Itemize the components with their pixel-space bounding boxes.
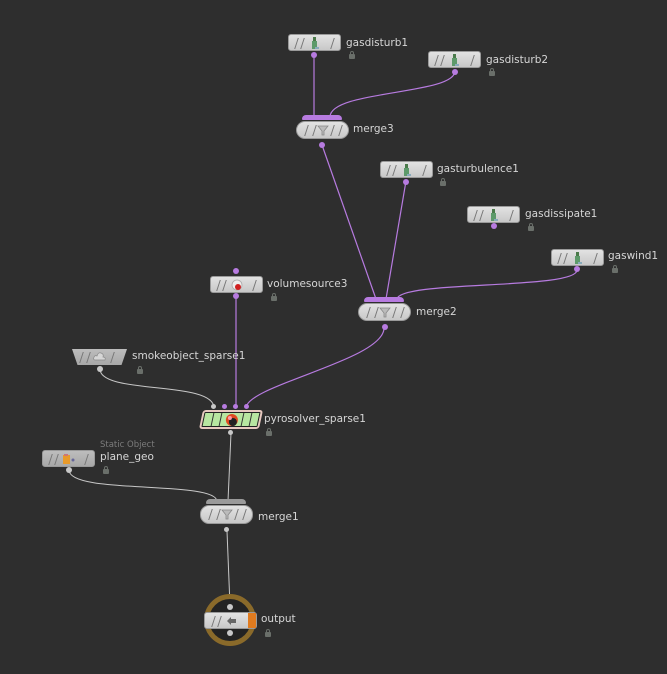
lock-icon[interactable] xyxy=(349,51,355,59)
node-label: gasdisturb1 xyxy=(346,37,409,49)
node-body[interactable] xyxy=(288,34,341,51)
node-body[interactable] xyxy=(296,121,349,139)
node-body[interactable] xyxy=(380,161,433,178)
output-connector[interactable] xyxy=(224,527,229,532)
node-label: merge1 xyxy=(258,511,299,523)
node-body[interactable] xyxy=(551,249,604,266)
output-connector[interactable] xyxy=(403,179,409,185)
lock-icon[interactable] xyxy=(266,428,272,436)
node-label: merge2 xyxy=(416,306,457,318)
output-flag[interactable] xyxy=(248,613,256,628)
output-connector[interactable] xyxy=(97,366,103,372)
output-connector[interactable] xyxy=(491,223,497,229)
input-connector[interactable] xyxy=(222,404,227,409)
lock-icon[interactable] xyxy=(489,68,495,76)
funnel-icon xyxy=(317,125,329,136)
node-body[interactable] xyxy=(200,505,253,524)
wire-pyrosolver-merge1[interactable] xyxy=(227,432,232,502)
fire-icon xyxy=(225,414,238,426)
wire-gasturbulence1-merge2[interactable] xyxy=(385,180,407,300)
volume-source-icon xyxy=(231,279,243,291)
wire-gaswind1-merge2[interactable] xyxy=(396,269,578,300)
output-connector[interactable] xyxy=(452,69,458,75)
node-label: smokeobject_sparse1 xyxy=(132,350,246,362)
funnel-icon xyxy=(221,509,233,520)
output-connector[interactable] xyxy=(227,630,233,636)
input-connector[interactable] xyxy=(233,404,238,409)
output-icon xyxy=(227,617,236,625)
bottle-icon xyxy=(312,37,319,49)
merge-input-bar[interactable] xyxy=(302,115,342,120)
output-connector[interactable] xyxy=(574,266,580,272)
lock-icon[interactable] xyxy=(265,629,271,637)
node-label: output xyxy=(261,613,296,625)
input-connector[interactable] xyxy=(227,604,233,610)
cloud-icon xyxy=(93,352,106,361)
lock-icon[interactable] xyxy=(137,366,143,374)
output-connector[interactable] xyxy=(382,324,388,330)
node-label: pyrosolver_sparse1 xyxy=(264,413,366,425)
input-connector[interactable] xyxy=(233,268,239,274)
input-connector[interactable] xyxy=(211,404,216,409)
node-body[interactable] xyxy=(204,612,257,629)
lock-icon[interactable] xyxy=(103,466,109,474)
wire-smokeobject-pyrosolver[interactable] xyxy=(99,368,215,409)
static-object-icon xyxy=(63,454,75,464)
output-connector[interactable] xyxy=(66,467,72,473)
output-connector[interactable] xyxy=(233,293,239,299)
wire-merge3-merge2[interactable] xyxy=(321,144,377,300)
node-label: plane_geo xyxy=(100,451,154,463)
node-label: gasdisturb2 xyxy=(486,54,549,66)
node-body[interactable] xyxy=(198,410,264,429)
bottle-icon xyxy=(404,164,411,176)
node-body[interactable] xyxy=(467,206,520,223)
merge-input-bar[interactable] xyxy=(364,297,404,302)
bottle-icon xyxy=(491,209,498,221)
node-label: gasturbulence1 xyxy=(437,163,519,175)
node-body[interactable] xyxy=(428,51,481,68)
node-label: volumesource3 xyxy=(267,278,348,290)
node-body[interactable] xyxy=(358,303,411,321)
bottle-icon xyxy=(452,54,459,66)
funnel-icon xyxy=(379,307,391,318)
wire-merge2-pyrosolver[interactable] xyxy=(245,327,385,409)
bottle-icon xyxy=(575,252,582,264)
wire-merge1-output[interactable] xyxy=(226,530,231,607)
lock-icon[interactable] xyxy=(271,293,277,301)
lock-icon[interactable] xyxy=(528,223,534,231)
node-body[interactable] xyxy=(42,450,95,467)
wire-gasdisturb2-merge3[interactable] xyxy=(329,70,456,118)
output-connector[interactable] xyxy=(311,52,317,58)
input-connector[interactable] xyxy=(244,404,249,409)
node-body[interactable] xyxy=(72,349,127,365)
merge-input-bar[interactable] xyxy=(206,499,246,504)
output-connector[interactable] xyxy=(228,430,233,435)
node-body[interactable] xyxy=(210,276,263,293)
lock-icon[interactable] xyxy=(440,178,446,186)
node-label: merge3 xyxy=(353,123,394,135)
node-label: gasdissipate1 xyxy=(525,208,598,220)
node-label: gaswind1 xyxy=(608,250,659,262)
output-connector[interactable] xyxy=(319,142,325,148)
node-sublabel: Static Object xyxy=(100,440,155,450)
lock-icon[interactable] xyxy=(612,265,618,273)
wire-planegeo-merge1[interactable] xyxy=(68,469,218,502)
